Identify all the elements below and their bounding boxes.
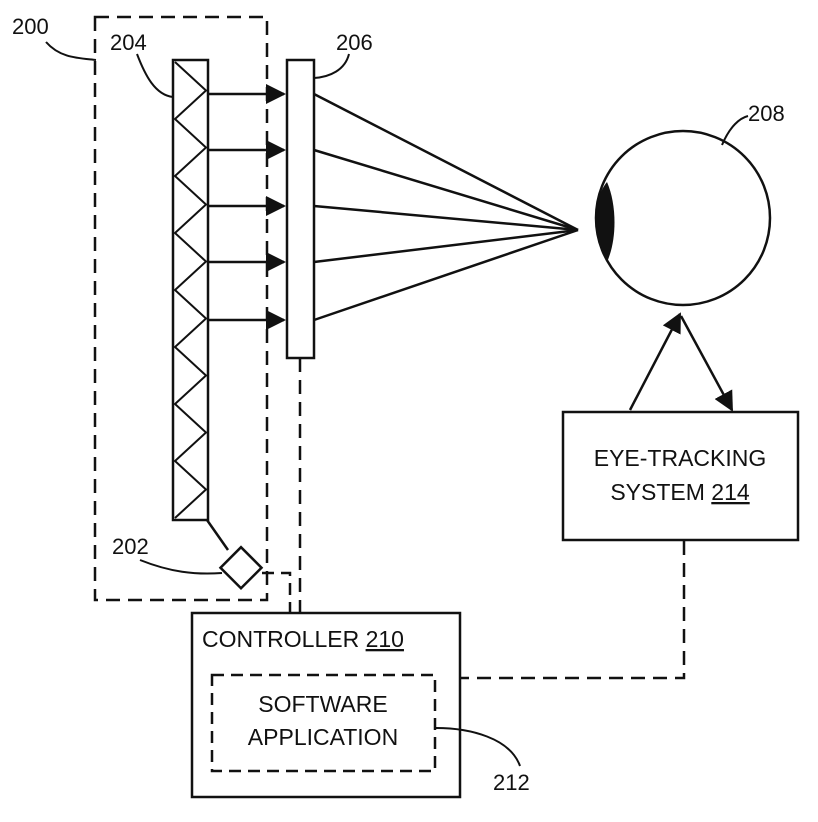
eye-tracking-ref-214: 214 [711,479,750,505]
pupil [595,182,615,262]
controller-title: CONTROLLER 210 [202,626,404,652]
leader-202 [139,559,223,575]
controller-ref-210: 210 [366,626,404,652]
converging-rays [313,92,579,322]
ref-200-label: 200 [12,14,49,39]
ref-202-label: 202 [112,534,149,559]
software-line1: SOFTWARE [258,691,387,717]
software-application-box [210,673,437,773]
ref-206-label: 206 [336,30,373,55]
controller-title-text: CONTROLLER [202,626,366,652]
tracking-arrow-down [679,315,734,412]
light-source-array [171,58,210,522]
ref-204-label: 204 [110,30,147,55]
leader-206 [313,53,350,79]
ref-208-label: 208 [748,101,785,126]
converging-ray [313,148,579,232]
eye-tracking-system-box [561,410,800,542]
leader-208 [721,115,749,146]
eye-tracking-line1: EYE-TRACKING [594,445,767,471]
array-to-optic-arrows [208,84,286,330]
ref-212-label: 212 [493,770,530,795]
eye-tracking-to-controller-line [460,541,686,680]
eye-tracking-line2: SYSTEM 214 [610,479,750,505]
leader-212 [435,727,521,767]
software-line2: APPLICATION [248,724,398,750]
leader-200 [45,41,97,61]
eye-tracking-line2-text: SYSTEM [610,479,711,505]
converging-ray [313,92,579,232]
eye [594,129,772,307]
converging-ray [313,204,579,232]
display-assembly-box [93,15,269,602]
leader-204 [136,53,174,98]
emitter-diamond [218,545,264,590]
tracking-arrow-up [628,312,682,411]
array-to-emitter-line [205,519,230,551]
converging-ray [313,228,579,322]
optical-element [285,58,316,360]
controller-box [190,611,462,799]
emitter-to-controller-line [262,571,292,613]
converging-ray [313,228,579,264]
